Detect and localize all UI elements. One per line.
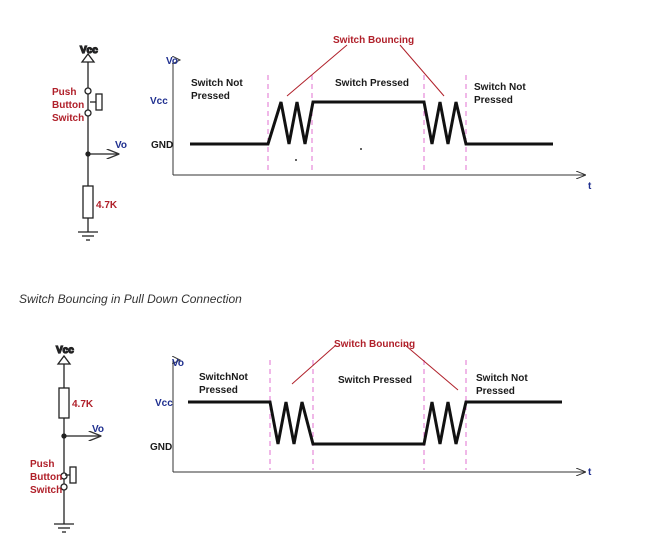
bottom-middle-state: Switch Pressed (338, 375, 412, 386)
bottom-pushbutton-icon (69, 466, 77, 484)
top-switch-terminal (84, 87, 92, 95)
bottom-left-state-2: Pressed (199, 385, 238, 396)
top-right-state-1: Switch Not (474, 82, 526, 93)
top-pushbutton-icon (95, 93, 103, 111)
bottom-x-axis-label: t (588, 467, 592, 478)
bottom-resistor-label: 4.7K (72, 399, 94, 410)
bottom-bouncing-label: Switch Bouncing (334, 339, 415, 350)
bottom-gnd-level-label: GND (150, 442, 172, 453)
top-gnd-level-label: GND (151, 140, 173, 151)
top-speck-2 (360, 148, 362, 150)
top-bounce-pointer-right (399, 44, 445, 97)
bottom-switch-label-3: Switch (30, 485, 62, 496)
top-vcc-level-label: Vcc (150, 96, 168, 107)
bottom-y-axis-label: Vo (172, 358, 184, 369)
bottom-vo-label: Vo (92, 424, 104, 435)
bottom-bounce-pointer-right (404, 344, 459, 391)
bottom-right-state-1: Switch Not (476, 373, 528, 384)
bottom-vcc-label: Vcc (56, 345, 74, 356)
top-switch-label-2: Button (52, 100, 84, 111)
top-circuit: Vcc (78, 44, 118, 241)
top-speck-1 (295, 159, 297, 161)
top-bounce-pointer-left (286, 44, 348, 97)
top-y-axis-label: Vo (166, 56, 178, 67)
bottom-right-state-2: Pressed (476, 386, 515, 397)
top-middle-state: Switch Pressed (335, 78, 409, 89)
top-left-state-1: Switch Not (191, 78, 243, 89)
bottom-left-state-1: SwitchNot (199, 372, 249, 383)
bottom-circuit: Vcc (54, 344, 100, 533)
top-bouncing-label: Switch Bouncing (333, 35, 414, 46)
top-vo-label: Vo (115, 140, 127, 151)
bottom-switch-label-2: Button (30, 472, 62, 483)
bottom-vcc-level-label: Vcc (155, 398, 173, 409)
top-x-axis-label: t (588, 181, 592, 192)
top-vcc-label: Vcc (80, 45, 98, 56)
top-right-state-2: Pressed (474, 95, 513, 106)
top-chart: Vo t Vcc GND Switch Bouncing Switch Not … (150, 35, 592, 192)
top-signal-trace (190, 100, 553, 146)
bottom-node-dot (61, 433, 67, 439)
bottom-bounce-pointer-left (291, 344, 337, 385)
bottom-vcc-arrow-icon (56, 354, 72, 365)
top-switch-label-3: Switch (52, 113, 84, 124)
top-resistor-label: 4.7K (96, 200, 118, 211)
top-switch-label-1: Push (52, 87, 76, 98)
top-left-state-2: Pressed (191, 91, 230, 102)
bottom-resistor-icon (58, 387, 70, 419)
top-switch-terminal-2 (84, 109, 92, 117)
figure-caption: Switch Bouncing in Pull Down Connection (19, 292, 242, 306)
bottom-signal-trace (188, 400, 562, 446)
bottom-chart: Vo t Vcc GND Switch Bouncing SwitchNot P… (150, 339, 592, 478)
bottom-switch-label-1: Push (30, 459, 54, 470)
top-node-dot (85, 151, 91, 157)
top-resistor-icon (82, 185, 94, 219)
